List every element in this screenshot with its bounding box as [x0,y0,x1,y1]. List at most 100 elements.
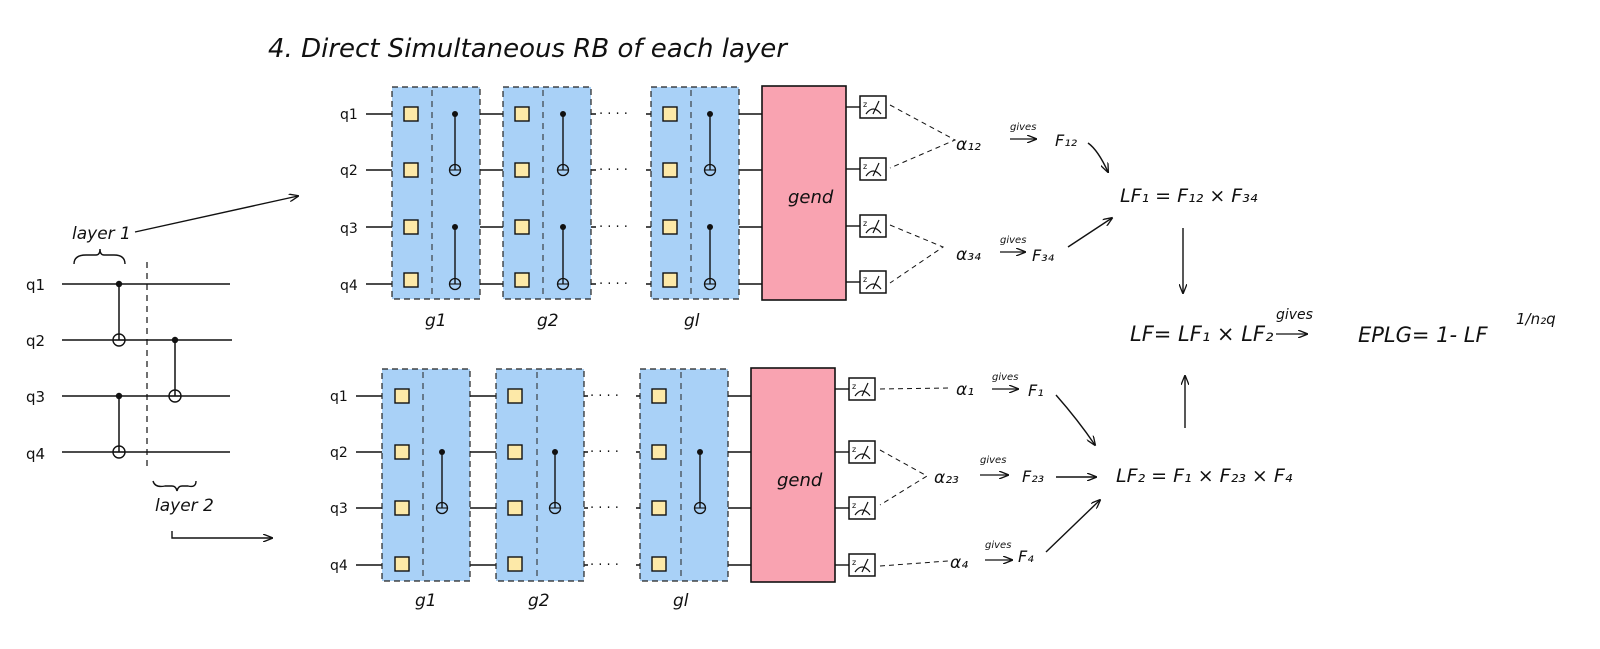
inverse-gate [750,367,836,583]
layer-block [639,368,729,582]
ellipsis: · · · · [590,501,619,516]
qubit-label: q2 [330,445,348,461]
gives-label: gives [1000,235,1026,246]
layer1-brace [73,248,126,265]
layer-name: g2 [537,311,559,331]
ellipsis: · · · · [590,389,619,404]
layer1-arrow [134,196,298,233]
layer1-label: layer 1 [72,224,131,244]
f12: F₁₂ [1055,131,1078,150]
qubit-label: q2 [26,332,45,350]
layer-name: gl [673,591,689,611]
qubit-label: q3 [340,221,358,237]
clifford-gate [403,219,419,235]
clifford-gate [662,106,678,122]
cnot-gate [168,336,182,403]
cnot-gate [435,449,449,515]
measurement-icon: z [859,270,887,294]
clifford-gate [651,556,667,572]
measurement-icon: z [859,214,887,238]
alpha-23: α₂₃ [934,468,959,488]
qubit-label: q1 [330,389,348,405]
f34: F₃₄ [1032,246,1055,265]
layer-block [391,86,481,300]
layer-block [650,86,740,300]
formula-panel: LF₁ = F₁₂ × F₃₄ LF= LF₁ × LF₂ gives EPLG… [1116,185,1556,487]
measurement-icon: z [848,553,876,577]
clifford-gate [514,162,530,178]
qubit-label: q3 [330,501,348,517]
layer-name: g1 [415,591,437,611]
clifford-gate [403,162,419,178]
layer-block [502,86,592,300]
cnot-gate [448,111,462,177]
cnot-gate [556,224,570,291]
cnot-gate [703,111,717,177]
cnot-gate [693,449,707,515]
qubit-label: q4 [340,278,358,294]
f1: F₁ [1028,381,1044,400]
clifford-gate [403,106,419,122]
cnot-gate [448,224,462,291]
ellipsis: · · · · [599,107,628,122]
qubit-label: q1 [340,107,358,123]
svg-text:z: z [852,445,856,454]
lf1-formula: LF₁ = F₁₂ × F₃₄ [1120,185,1258,207]
clifford-gate [507,444,523,460]
cnot-gate [112,280,126,347]
alpha-1: α₁ [956,380,974,400]
ellipsis: · · · · [590,445,619,460]
layer-overview-circuit: q1 q2 q3 q4 lay [26,196,298,538]
layer-name: g1 [425,311,447,331]
layer2-label: layer 2 [155,496,214,516]
clifford-gate [507,500,523,516]
ellipsis: · · · · [599,220,628,235]
clifford-gate [514,272,530,288]
layer-name: g2 [528,591,550,611]
layer1-rb-circuit: q1 q2 q3 q4 [340,85,1112,331]
clifford-gate [507,388,523,404]
eplg-exponent: 1/n₂q [1516,310,1556,328]
gives-label: gives [1010,122,1036,133]
svg-text:z: z [863,162,867,171]
gives-label: gives [980,455,1006,466]
clifford-gate [662,219,678,235]
layer2-brace [152,480,197,492]
alpha-12: α₁₂ [956,135,981,155]
clifford-gate [651,444,667,460]
alpha-34: α₃₄ [956,245,981,265]
lf2-formula: LF₂ = F₁ × F₂₃ × F₄ [1116,465,1293,487]
clifford-gate [507,556,523,572]
clifford-gate [514,219,530,235]
clifford-gate [651,500,667,516]
layer-block [495,368,585,582]
svg-text:z: z [863,100,867,109]
layer-block [381,368,471,582]
layer2-rb-circuit: q1 q2 q3 q4 [330,367,1100,611]
measurement-icon: z [848,377,876,401]
svg-text:z: z [863,219,867,228]
svg-text:z: z [852,382,856,391]
diagram-title: 4. Direct Simultaneous RB of each layer [268,34,789,64]
clifford-gate [394,388,410,404]
measurement-icon: z [848,496,876,520]
ellipsis: · · · · [590,558,619,573]
qubit-label: q4 [330,558,348,574]
svg-text:z: z [863,275,867,284]
svg-text:z: z [852,558,856,567]
clifford-gate [394,444,410,460]
inverse-gate [761,85,847,301]
cnot-gate [703,224,717,291]
measurement-icon: z [859,157,887,181]
cnot-gate [112,392,126,459]
cnot-gate [556,111,570,177]
inverse-gate-label: gend [788,187,834,208]
clifford-gate [403,272,419,288]
gives-label: gives [992,372,1018,383]
clifford-gate [514,106,530,122]
qubit-label: q4 [26,445,45,463]
ellipsis: · · · · [599,163,628,178]
ellipsis: · · · · [599,277,628,292]
gives-label: gives [985,540,1011,551]
